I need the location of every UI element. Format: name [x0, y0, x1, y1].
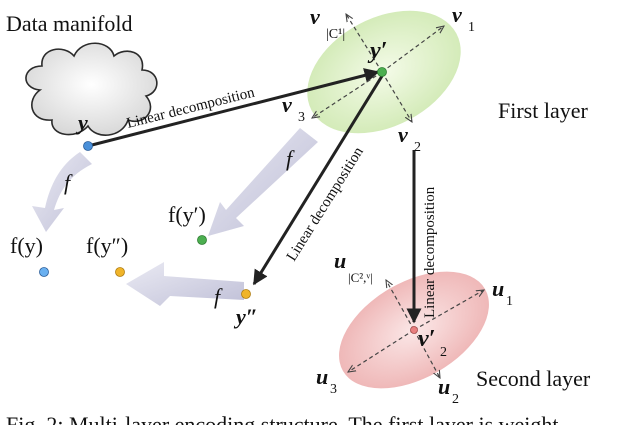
- svg-text:v: v: [282, 92, 292, 117]
- svg-text:u: u: [492, 276, 504, 301]
- label-f-y-prime: f(y′): [168, 202, 206, 227]
- svg-text:2: 2: [440, 345, 447, 360]
- svg-text:|C²,ᵛ|: |C²,ᵛ|: [348, 270, 373, 285]
- svg-text:3: 3: [330, 382, 337, 397]
- point-f-y: [39, 267, 49, 277]
- label-v1: v 1: [452, 2, 475, 35]
- label-u3: u 3: [316, 364, 337, 397]
- f-label-3: f: [214, 284, 223, 309]
- label-v-c1: v |C¹|: [310, 4, 345, 42]
- axis-vc1: [346, 14, 383, 73]
- f-arrow-y-prime: [208, 128, 318, 236]
- f-arrow-y-double-prime-shape: [126, 262, 244, 306]
- axis-uc2v: [386, 280, 415, 331]
- axis-v2: [381, 71, 412, 122]
- svg-text:2: 2: [452, 392, 459, 407]
- axis-u2: [413, 329, 440, 378]
- point-f-y-double-prime: [115, 267, 125, 277]
- label-v2: v 2: [398, 122, 421, 155]
- svg-text:3: 3: [298, 110, 305, 125]
- label-f-y-double-prime: f(y″): [86, 233, 128, 258]
- axis-v1: [381, 26, 444, 73]
- label-y-prime: y′: [367, 38, 387, 64]
- label-y-double-prime: y″: [233, 304, 258, 329]
- point-y: [83, 141, 93, 151]
- arrow-y-prime-to-y-double-prime: [252, 75, 384, 286]
- svg-text:2: 2: [414, 140, 421, 155]
- svg-text:v: v: [452, 2, 462, 27]
- svg-text:1: 1: [468, 20, 475, 35]
- svg-text:u: u: [438, 374, 450, 399]
- f-label-2: f: [286, 146, 295, 171]
- svg-text:v: v: [310, 4, 320, 29]
- label-y: y: [75, 110, 88, 135]
- point-v2-prime: [410, 326, 418, 334]
- svg-text:1: 1: [506, 294, 513, 309]
- label-v2-prime: v′ 2: [418, 326, 447, 360]
- data-manifold-label: Data manifold: [6, 11, 132, 36]
- point-f-y-prime: [197, 235, 207, 245]
- label-u2: u 2: [438, 374, 459, 407]
- arrow-y-to-y-prime: [87, 68, 380, 148]
- second-layer-label: Second layer: [476, 366, 591, 391]
- f-label-1: f: [64, 170, 73, 195]
- linear-decomposition-label-3: Linear decomposition: [422, 186, 438, 318]
- caption-fragment: Fig. 2: Multi-layer encoding structure. …: [6, 412, 575, 425]
- f-arrow-y: [32, 152, 92, 232]
- svg-text:|C¹|: |C¹|: [326, 27, 345, 42]
- label-u1: u 1: [492, 276, 513, 309]
- label-f-y: f(y): [10, 233, 43, 258]
- svg-text:v′: v′: [418, 326, 435, 352]
- point-y-prime: [377, 67, 387, 77]
- label-v3: v 3: [282, 92, 305, 125]
- axis-u3: [348, 329, 415, 372]
- data-manifold-cloud: [25, 42, 158, 136]
- first-layer-label: First layer: [498, 98, 588, 123]
- point-y-double-prime: [241, 289, 251, 299]
- label-u-c2v: u |C²,ᵛ|: [334, 248, 373, 285]
- svg-text:v: v: [398, 122, 408, 147]
- svg-text:u: u: [316, 364, 328, 389]
- svg-text:u: u: [334, 248, 346, 273]
